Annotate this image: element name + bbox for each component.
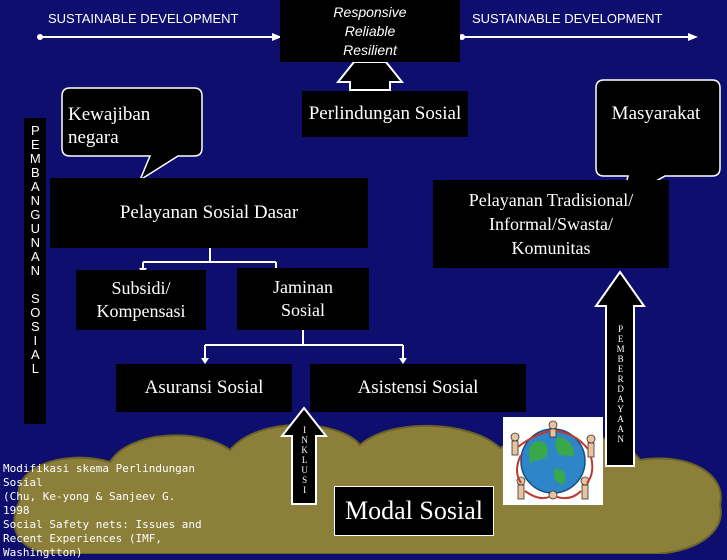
- asistensi-sosial-box: Asistensi Sosial: [310, 364, 526, 412]
- globe-with-people-icon: [503, 417, 603, 505]
- pemberdayaan-text: PEMBERDAYAAN: [615, 324, 626, 444]
- sustainable-development-right-label: SUSTAINABLE DEVELOPMENT: [472, 11, 663, 26]
- perlindungan-sosial-box: Perlindungan Sosial: [302, 91, 468, 137]
- source-note: Modifikasi skema Perlindungan Sosial (Ch…: [3, 462, 203, 560]
- jaminan-sosial-box: Jaminan Sosial: [237, 268, 369, 330]
- source-note-line-5: Recent Experiences (IMF,: [3, 532, 162, 545]
- pelayanan-sosial-dasar-box: Pelayanan Sosial Dasar: [50, 178, 368, 248]
- source-note-line-1: Modifikasi skema Perlindungan: [3, 462, 196, 475]
- asuransi-sosial-box: Asuransi Sosial: [116, 364, 292, 412]
- modal-sosial-box: Modal Sosial: [334, 486, 494, 536]
- responsive-reliable-resilient-box: Responsive Reliable Resilient: [280, 0, 460, 62]
- source-note-line-6: Washingtton): [3, 546, 83, 559]
- sustainable-development-left-label: SUSTAINABLE DEVELOPMENT: [48, 11, 239, 26]
- pelayanan-tradisional-box: Pelayanan Tradisional/ Informal/Swasta/ …: [433, 180, 669, 268]
- pembangunan-sosial-text: PEMBANGUNAN SOSIAL: [27, 123, 43, 375]
- kewajiban-label: Kewajiban: [68, 104, 151, 125]
- pelayanan-tradisional-line-1: Pelayanan Tradisional/: [468, 190, 634, 210]
- negara-label: negara: [68, 127, 119, 148]
- source-note-line-4: Social Safety nets: Issues and: [3, 518, 202, 531]
- subsidi-kompensasi-box: Subsidi/ Kompensasi: [76, 270, 206, 330]
- pemberdayaan-vertical-label: PEMBERDAYAAN: [606, 324, 634, 444]
- subsidi-label: Subsidi/: [111, 278, 171, 298]
- source-note-line-3: (Chu, Ke-yong & Sanjeev G. 1998: [3, 490, 176, 517]
- inklusi-vertical-label: INKLUSI: [292, 425, 316, 495]
- jaminan-label: Jaminan: [273, 277, 333, 297]
- source-note-line-2: Sosial: [3, 476, 43, 489]
- inklusi-text: INKLUSI: [299, 425, 310, 495]
- pelayanan-tradisional-line-3: Komunitas: [511, 238, 591, 258]
- masyarakat-callout: Masyarakat: [611, 103, 701, 124]
- reliable-label: Reliable: [344, 22, 396, 39]
- sosial-label: Sosial: [280, 300, 325, 320]
- responsive-label: Responsive: [333, 3, 407, 20]
- resilient-label: Resilient: [343, 41, 397, 58]
- kompensasi-label: Kompensasi: [96, 301, 186, 321]
- kewajiban-negara-callout: Kewajiban negara: [68, 103, 150, 149]
- pelayanan-tradisional-line-2: Informal/Swasta/: [489, 214, 613, 234]
- pembangunan-sosial-vertical-label: PEMBANGUNAN SOSIAL: [24, 118, 46, 424]
